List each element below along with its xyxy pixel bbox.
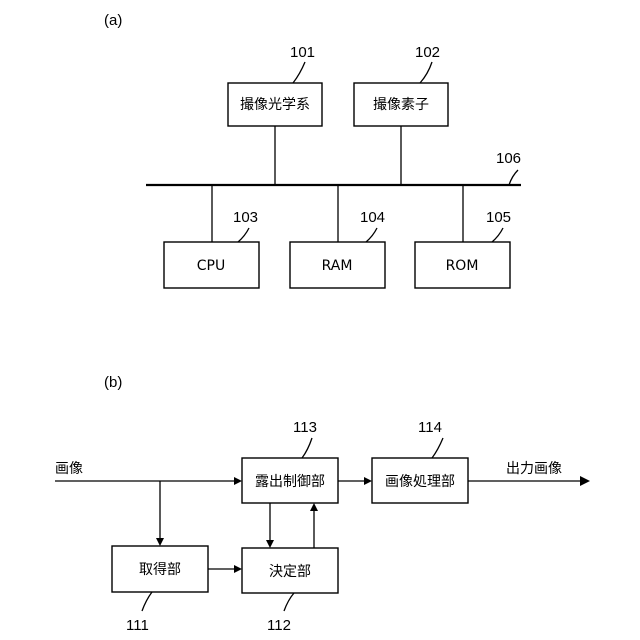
ram-label: RAM <box>322 258 353 274</box>
part-a-label: (a) <box>104 12 122 29</box>
decision-leader <box>284 593 294 611</box>
acquisition-label: 取得部 <box>139 561 181 578</box>
input-arrowhead <box>234 477 242 485</box>
imaging-optics-ref: 101 <box>290 44 315 61</box>
imaging-optics-leader <box>293 62 305 83</box>
output-arrowhead <box>580 476 590 486</box>
image-sensor-leader <box>420 62 432 83</box>
decision-to-exposure-arrowhead <box>310 503 318 511</box>
exposure-to-decision-arrowhead <box>266 540 274 548</box>
exposure-control-ref: 113 <box>293 419 317 436</box>
image-processing-label: 画像処理部 <box>385 474 455 490</box>
bus-ref-leader <box>509 170 518 185</box>
image-processing-ref: 114 <box>418 419 442 436</box>
decision-label: 決定部 <box>269 564 311 580</box>
branch-arrowhead <box>156 538 164 546</box>
cpu-ref: 103 <box>233 209 258 226</box>
exposure-control-leader <box>302 438 312 458</box>
acquisition-ref: 111 <box>126 617 149 634</box>
output-image-label: 出力画像 <box>506 461 562 477</box>
image-processing-leader <box>432 438 443 458</box>
rom-ref: 105 <box>486 209 511 226</box>
image-sensor-ref: 102 <box>415 44 440 61</box>
rom-leader <box>492 228 503 242</box>
bus-ref-number: 106 <box>496 150 521 167</box>
cpu-label: CPU <box>197 258 225 274</box>
cpu-leader <box>238 228 249 242</box>
decision-ref: 112 <box>267 617 291 634</box>
imaging-optics-label: 撮像光学系 <box>240 96 310 113</box>
acquisition-leader <box>142 592 152 611</box>
part-b-label: (b) <box>104 374 122 391</box>
image-sensor-label: 撮像素子 <box>373 96 429 113</box>
exposure-to-processing-arrowhead <box>364 477 372 485</box>
rom-label: ROM <box>446 258 479 274</box>
input-image-label: 画像 <box>55 461 83 477</box>
exposure-control-label: 露出制御部 <box>255 474 325 490</box>
ram-leader <box>366 228 377 242</box>
ram-ref: 104 <box>360 209 385 226</box>
acquisition-to-decision-arrowhead <box>234 565 242 573</box>
